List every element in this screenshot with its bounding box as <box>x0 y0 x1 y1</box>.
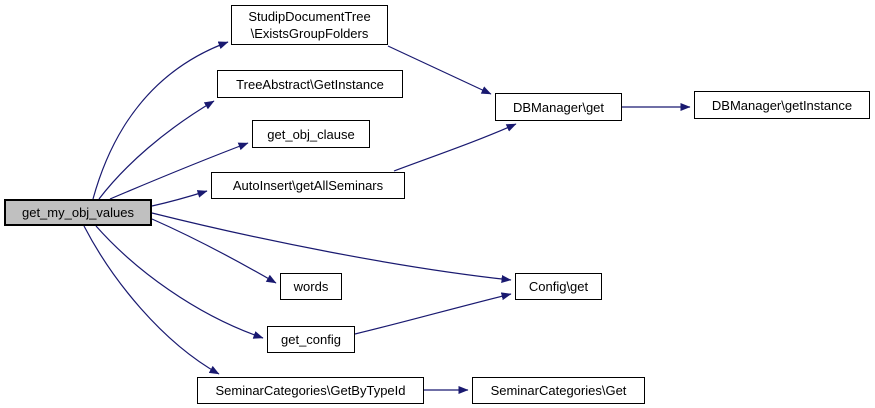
node-label: SeminarCategories\Get <box>490 383 627 398</box>
node-label: words <box>293 279 329 294</box>
edge-get_my_obj_values-to-treeabstract-getinstance <box>98 100 215 200</box>
node-label: get_obj_clause <box>267 126 355 142</box>
node-label: DBManager\get <box>512 99 605 115</box>
node-label: Config\get <box>528 279 589 294</box>
node-label: get_my_obj_values <box>21 205 135 220</box>
node-label: TreeAbstract\GetInstance <box>236 76 384 92</box>
node-studip-exists-group-folders[interactable]: StudipDocumentTree \ExistsGroupFolders <box>231 5 388 45</box>
node-words[interactable]: words <box>280 273 342 300</box>
node-seminarcategories-get[interactable]: SeminarCategories\Get <box>472 377 645 404</box>
edge-get_my_obj_values-to-get_config <box>95 225 264 339</box>
edge-get_my_obj_values-to-seminarcategories-getbytypeid <box>83 225 220 375</box>
edge-autoinsert-getallseminars-to-dbmanager-get <box>393 123 517 172</box>
node-label: DBManager\getInstance <box>711 97 853 113</box>
node-treeabstract-getinstance[interactable]: TreeAbstract\GetInstance <box>217 70 403 98</box>
node-label: AutoInsert\getAllSeminars <box>232 178 384 193</box>
node-dbmanager-get[interactable]: DBManager\get <box>495 93 622 121</box>
edge-get_my_obj_values-to-studip-exists-group-folders <box>92 41 229 200</box>
node-get_my_obj_values: get_my_obj_values <box>4 199 152 226</box>
edge-get_config-to-config-get <box>354 292 512 335</box>
node-seminarcategories-getbytypeid[interactable]: SeminarCategories\GetByTypeId <box>197 377 424 404</box>
edge-get_my_obj_values-to-words <box>151 218 277 284</box>
edge-studip-exists-group-folders-to-dbmanager-get <box>387 45 492 95</box>
node-get_config[interactable]: get_config <box>267 326 355 353</box>
node-label: StudipDocumentTree \ExistsGroupFolders <box>248 9 371 41</box>
node-autoinsert-getallseminars[interactable]: AutoInsert\getAllSeminars <box>211 172 405 199</box>
edge-get_my_obj_values-to-config-get <box>151 212 512 283</box>
node-dbmanager-getinstance[interactable]: DBManager\getInstance <box>694 91 870 119</box>
node-get_obj_clause[interactable]: get_obj_clause <box>252 120 370 148</box>
node-label: get_config <box>281 332 341 347</box>
node-label: SeminarCategories\GetByTypeId <box>215 383 406 398</box>
edge-get_my_obj_values-to-autoinsert-getallseminars <box>151 190 208 207</box>
node-config-get[interactable]: Config\get <box>515 273 602 300</box>
edge-get_my_obj_values-to-get_obj_clause <box>109 142 249 200</box>
edges-group <box>83 41 691 394</box>
